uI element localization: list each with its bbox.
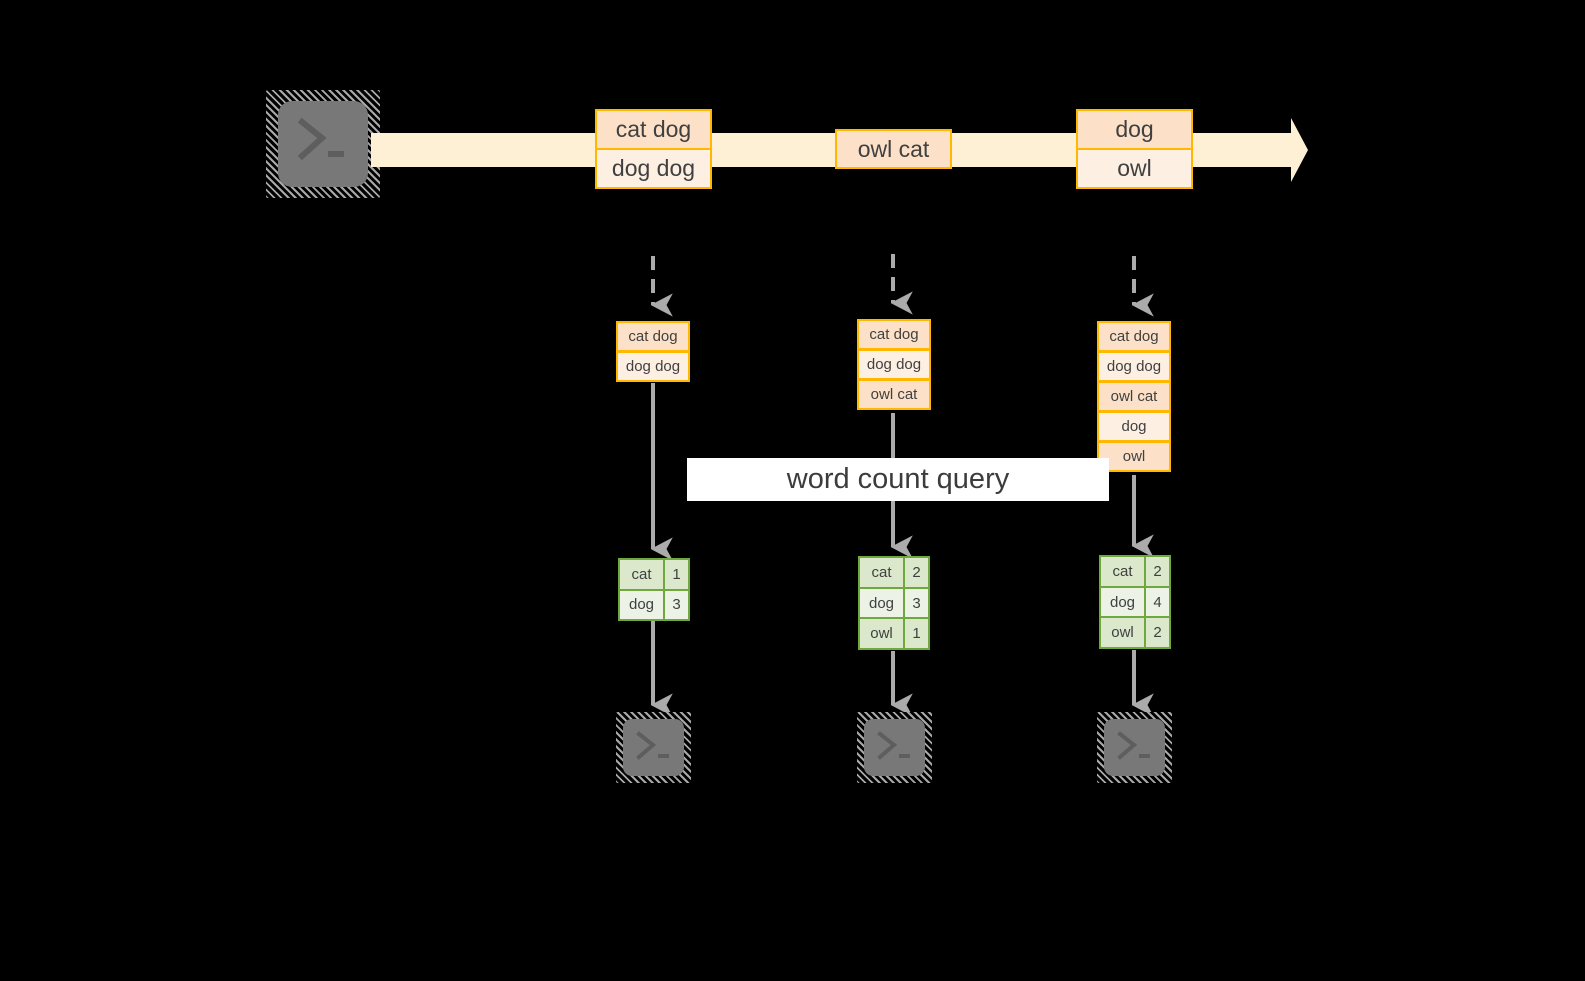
dashed-feed-arrows [650,254,1154,317]
column-3-sink-terminal-icon [1097,712,1172,783]
table-row: cat 2 [860,558,928,587]
table-row: owl 2 [1101,616,1169,648]
column-2-input-record: dog dog [857,349,931,380]
count-cell: 4 [1146,587,1169,617]
count-cell: 2 [905,558,928,587]
column-1-input-record: dog dog [616,351,690,382]
stream-record: owl [1076,148,1193,189]
terminal-body [1104,719,1165,776]
column-3-input-record: owl cat [1097,381,1171,412]
count-cell: 3 [665,590,688,619]
stream-record: dog dog [595,148,712,189]
column-2-sink-terminal-icon [857,712,932,783]
terminal-prompt-glyph [1117,731,1150,760]
terminal-prompt-glyph [636,731,669,760]
table-row: dog 3 [860,586,928,618]
count-cell: 3 [905,588,928,618]
table-row: cat 1 [620,560,688,589]
column-2-input-record: cat dog [857,319,931,350]
stream-record: cat dog [595,109,712,150]
column-3-input-record: cat dog [1097,321,1171,352]
terminal-body [864,719,925,776]
word-cell: owl [1101,618,1146,648]
table-row: dog 4 [1101,585,1169,617]
column-3-input-record: owl [1097,441,1171,472]
terminal-body [623,719,684,776]
table-row: cat 2 [1101,557,1169,586]
column-2-result-table: cat 2 dog 3 owl 1 [858,556,930,650]
word-cell: cat [620,560,665,589]
column-3-result-table: cat 2 dog 4 owl 2 [1099,555,1171,649]
word-cell: cat [860,558,905,587]
count-cell: 2 [1146,557,1169,586]
terminal-prompt-glyph [297,117,344,161]
count-cell: 1 [665,560,688,589]
column-1-input-record: cat dog [616,321,690,352]
column-1-result-table: cat 1 dog 3 [618,558,690,621]
query-label: word count query [687,458,1109,501]
column-2-input-record: owl cat [857,379,931,410]
terminal-body [278,101,368,187]
table-row: owl 1 [860,617,928,649]
table-row: dog 3 [620,588,688,619]
count-cell: 1 [905,619,928,649]
column-3-input-record: dog dog [1097,351,1171,382]
word-cell: cat [1101,557,1146,586]
word-cell: dog [620,590,665,619]
word-cell: dog [860,588,905,618]
stream-arrow-head [1291,118,1308,182]
source-terminal-icon [266,90,380,198]
word-cell: owl [860,619,905,649]
count-cell: 2 [1146,618,1169,648]
word-cell: dog [1101,587,1146,617]
column-3-input-record: dog [1097,411,1171,442]
stream-record: dog [1076,109,1193,150]
stream-record: owl cat [835,129,952,169]
column-1-sink-terminal-icon [616,712,691,783]
terminal-prompt-glyph [877,731,910,760]
